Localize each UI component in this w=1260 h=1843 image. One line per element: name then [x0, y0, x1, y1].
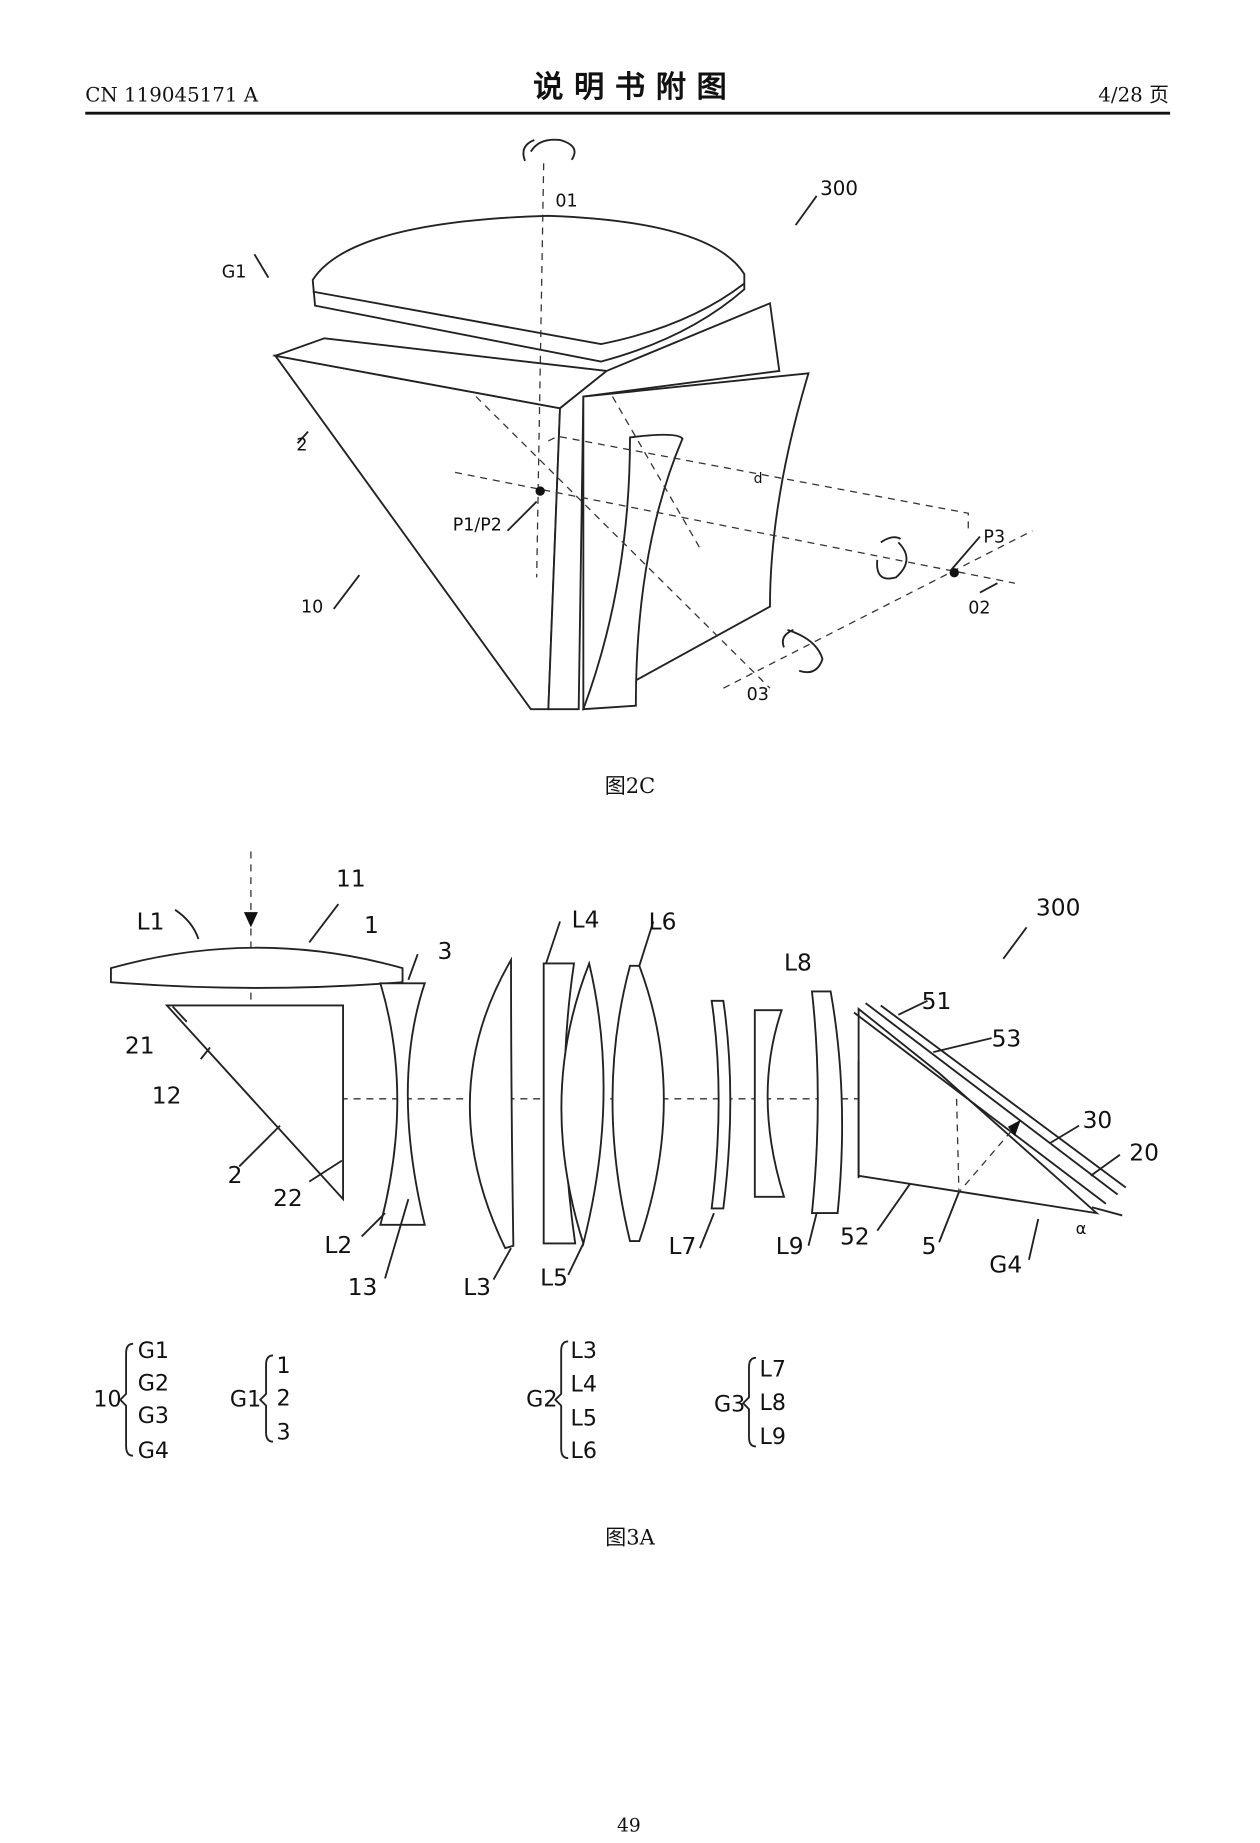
- label-20: 20: [1129, 1140, 1159, 1167]
- prism-side: [547, 301, 781, 711]
- label-01: 01: [555, 191, 577, 211]
- legend-item: L9: [759, 1424, 785, 1450]
- group-legend: 10 G1 G2 G3 G4 G1 1 2 3 G2 L3 L4 L5 L6 G…: [93, 1338, 785, 1464]
- label-alpha: α: [1076, 1219, 1087, 1238]
- legend-item: 2: [277, 1386, 291, 1412]
- label-l2: L2: [324, 1232, 352, 1259]
- label-5: 5: [922, 1233, 937, 1260]
- legend-key: G3: [714, 1391, 745, 1417]
- legend-item: L6: [571, 1438, 597, 1464]
- label-11: 11: [336, 866, 366, 893]
- label-g1: G1: [222, 263, 247, 283]
- legend-item: G2: [138, 1370, 169, 1396]
- lens-l7: [710, 999, 732, 1210]
- rotation-arrow-icon: [781, 628, 824, 674]
- page-of: 4/28 页: [1098, 83, 1169, 106]
- legend-item: L5: [571, 1405, 597, 1431]
- label-1: 1: [364, 912, 379, 939]
- label-21: 21: [125, 1032, 155, 1059]
- prism-5: [857, 1007, 1100, 1215]
- label-l6: L6: [649, 909, 677, 936]
- label-l9: L9: [776, 1233, 804, 1260]
- label-l7: L7: [668, 1233, 696, 1260]
- label-51: 51: [922, 988, 952, 1015]
- label-13: 13: [348, 1274, 378, 1301]
- lens-l8: [753, 1009, 786, 1198]
- label-l5: L5: [540, 1264, 568, 1291]
- label-l4: L4: [572, 906, 600, 933]
- rotation-arrow-icon: [876, 536, 908, 580]
- page-title: 说 明 书 附 图: [533, 70, 727, 105]
- legend-item: L3: [571, 1338, 597, 1364]
- lens-l1: [109, 946, 404, 989]
- label-300: 300: [1036, 895, 1081, 922]
- label-2: 2: [296, 435, 307, 455]
- legend-item: G3: [138, 1403, 169, 1429]
- label-l1: L1: [137, 909, 165, 936]
- label-30: 30: [1083, 1107, 1113, 1134]
- label-p3: P3: [983, 527, 1005, 547]
- legend-key: 10: [93, 1387, 121, 1413]
- label-02: 02: [968, 599, 990, 619]
- label-2: 2: [228, 1162, 243, 1189]
- label-53: 53: [992, 1025, 1022, 1052]
- prism-2: [164, 1004, 344, 1202]
- label-22: 22: [273, 1185, 303, 1212]
- lens-l5: [560, 960, 605, 1247]
- label-10: 10: [301, 597, 323, 617]
- label-12: 12: [152, 1082, 182, 1109]
- legend-item: 3: [277, 1419, 291, 1445]
- lens-l9: [810, 990, 844, 1215]
- figure-caption-3a: 图3A: [605, 1525, 655, 1549]
- legend-item: L8: [759, 1390, 785, 1416]
- legend-key: G1: [230, 1387, 261, 1413]
- legend-item: 1: [277, 1353, 291, 1379]
- legend-item: L7: [759, 1356, 785, 1382]
- legend-item: L4: [571, 1372, 597, 1398]
- label-52: 52: [840, 1224, 870, 1251]
- legend-key: G2: [526, 1387, 557, 1413]
- legend-item: G1: [138, 1338, 169, 1364]
- label-3: 3: [438, 938, 453, 965]
- lens-l6: [611, 964, 665, 1243]
- prism-face: [273, 354, 561, 711]
- concave-lens: [581, 433, 684, 711]
- lens-l3: [468, 956, 515, 1250]
- label-03: 03: [747, 685, 769, 705]
- legend-item: G4: [138, 1438, 169, 1464]
- top-lens: [311, 214, 746, 363]
- lens-l2: [379, 982, 426, 1226]
- label-d: d: [754, 471, 763, 487]
- label-300: 300: [820, 177, 858, 200]
- label-l8: L8: [784, 949, 812, 976]
- label-l3: L3: [463, 1274, 491, 1301]
- figure-caption-2c: 图2C: [605, 774, 655, 798]
- doc-number: CN 119045171 A: [85, 83, 259, 106]
- label-p1p2: P1/P2: [453, 516, 502, 536]
- figure-2c: 01 300 G1 2 P1/P2 10 d P3 02 03: [222, 138, 1033, 711]
- figure-3a: L1 11 1 3 L4 L6 L8 300 21 12 2 22 L2 13 …: [109, 851, 1159, 1301]
- label-g4: G4: [989, 1252, 1022, 1279]
- rotation-arrow-icon: [522, 138, 576, 162]
- page-number: 49: [617, 1815, 641, 1836]
